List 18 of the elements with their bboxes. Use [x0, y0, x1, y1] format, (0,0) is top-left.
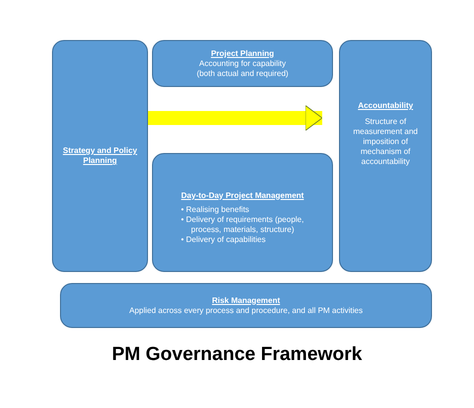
box-heading: Accountability	[356, 101, 414, 111]
box-text: Applied across every process and procedure, and all PM activities	[128, 306, 364, 316]
box-text: Accounting for capability (both actual and required)	[196, 58, 290, 78]
bullet-item: • Delivery of requirements (people, process, materials, structure)	[181, 214, 305, 234]
box-text: Structure of measurement and imposition of mechanism of accountability	[352, 117, 419, 167]
rounded-box	[339, 40, 432, 272]
rounded-box	[60, 283, 432, 328]
box-heading: Risk Management	[210, 296, 282, 306]
box-heading: Project Planning	[210, 48, 276, 58]
box-heading: Day-to-Day Project Management	[180, 190, 305, 200]
bullet-item: • Realising benefits	[181, 204, 250, 214]
diagram-title: PM Governance Framework	[110, 344, 364, 366]
arrow	[148, 105, 323, 131]
bullet-item: • Delivery of capabilities	[181, 234, 267, 244]
box-heading: Strategy and Policy Planning	[62, 146, 138, 166]
rounded-box	[152, 153, 333, 272]
rounded-box	[152, 40, 333, 87]
rounded-box	[52, 40, 148, 272]
